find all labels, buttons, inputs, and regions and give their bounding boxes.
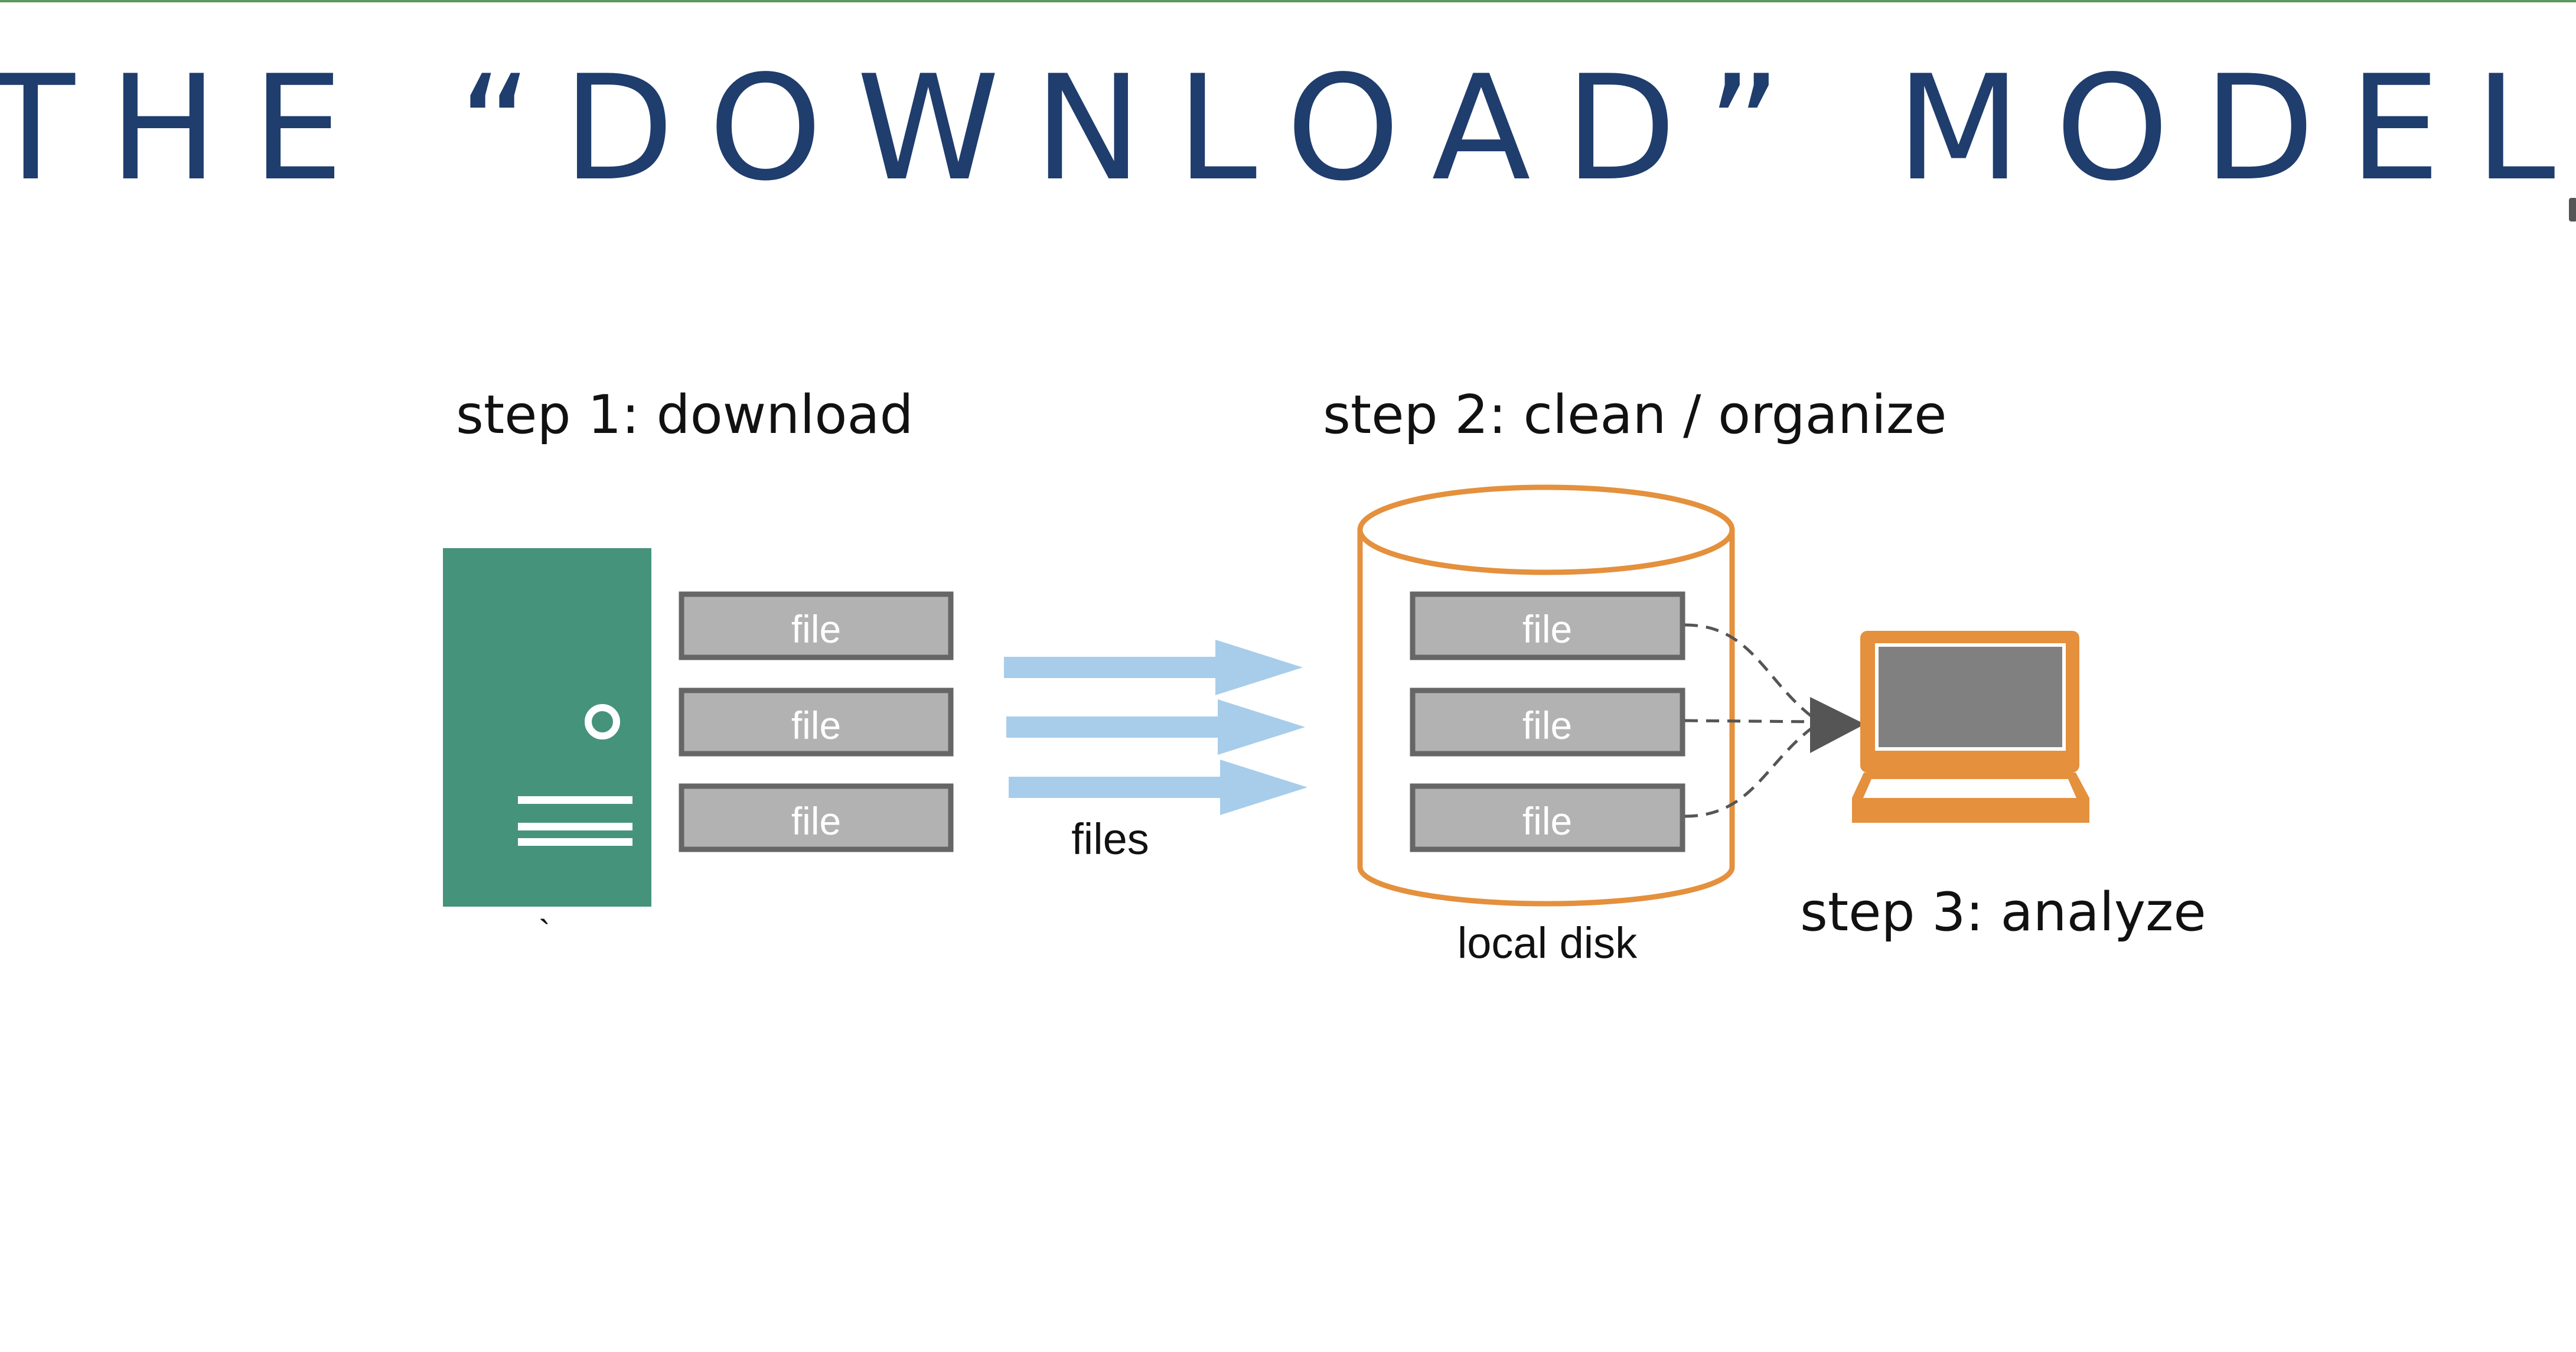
- disk-label: local disk: [1457, 918, 1638, 967]
- server-file-1: file: [679, 591, 954, 660]
- disk-file-1-label: file: [1522, 607, 1572, 651]
- server-file-1-label: file: [791, 607, 841, 651]
- transfer-arrows: [1004, 640, 1307, 815]
- disk-file-2-label: file: [1522, 703, 1572, 747]
- arrow-icon: [1009, 760, 1307, 815]
- step-3-label: step 3: analyze: [1800, 881, 2206, 943]
- disk-file-2: file: [1410, 688, 1685, 757]
- transfer-label: files: [1071, 815, 1149, 864]
- server-file-3-label: file: [791, 799, 841, 843]
- server-file-3: file: [679, 783, 954, 852]
- server-file-2-label: file: [791, 703, 841, 747]
- disk-file-3: file: [1410, 783, 1685, 852]
- server-file-2: file: [679, 688, 954, 757]
- connector-top: [1684, 623, 1820, 724]
- step-1-label: step 1: download: [456, 384, 914, 446]
- top-rule: [0, 0, 2576, 2]
- server-footnote: `: [539, 913, 550, 953]
- connector-bottom: [1684, 721, 1820, 818]
- server-icon: [443, 548, 651, 907]
- slide-title: THE “DOWNLOAD” MODEL: [0, 44, 2576, 213]
- scroll-handle[interactable]: [2569, 198, 2576, 221]
- connector-middle: [1684, 719, 1819, 724]
- disk-file-3-label: file: [1522, 799, 1572, 843]
- arrow-icon: [1006, 699, 1305, 755]
- connectors: [1684, 623, 1820, 818]
- step-2-label: step 2: clean / organize: [1323, 384, 1947, 446]
- arrow-icon: [1004, 640, 1303, 695]
- disk-file-1: file: [1410, 591, 1685, 660]
- laptop-icon: [1852, 631, 2089, 823]
- connector-arrowhead: [1810, 697, 1865, 753]
